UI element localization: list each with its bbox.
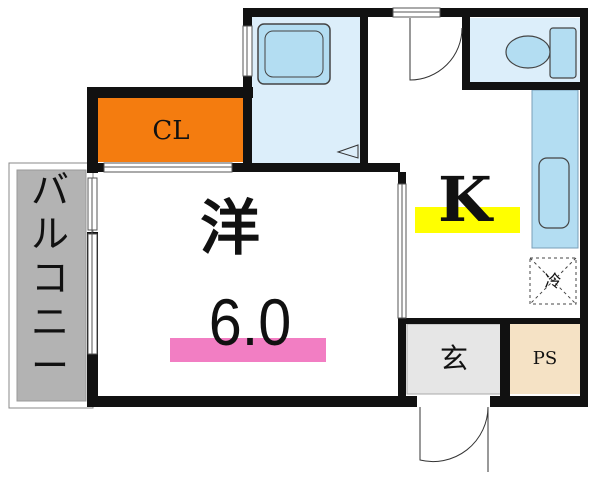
balcony-label-char: ニ: [30, 300, 69, 344]
balcony-label: バ ル コ ニ ー: [12, 168, 88, 388]
door-swings: [336, 18, 489, 472]
entrance-label: 玄: [439, 342, 468, 375]
western-room-label: 洋: [200, 194, 260, 264]
fridge-space-label: 冷: [544, 272, 562, 292]
kitchen-label: K: [438, 163, 492, 236]
kitchen-highlight: [415, 207, 520, 233]
balcony-area: [16, 169, 87, 402]
balcony-label-char: ー: [30, 344, 69, 388]
toilet-bowl-icon: [505, 35, 551, 69]
balcony-label-char: バ: [30, 168, 69, 212]
pipe-space-label: PS: [532, 348, 558, 369]
closet-area: [98, 98, 244, 162]
bathtub-inner: [264, 30, 324, 78]
balcony-label-char: ル: [30, 212, 69, 256]
sink-icon: [538, 157, 570, 229]
closet-label: CL: [152, 116, 190, 146]
pipe-space-area: [510, 324, 580, 394]
toilet-tank-icon: [549, 27, 577, 79]
fridge-space-box: [529, 257, 577, 305]
entrance-area: [406, 323, 502, 395]
balcony-label-char: コ: [30, 256, 69, 300]
room-size-highlight: [170, 338, 326, 362]
openings: [87, 7, 441, 355]
western-room-size: 6.0: [208, 285, 292, 359]
fridge-space-diagonal-b: [529, 257, 577, 305]
